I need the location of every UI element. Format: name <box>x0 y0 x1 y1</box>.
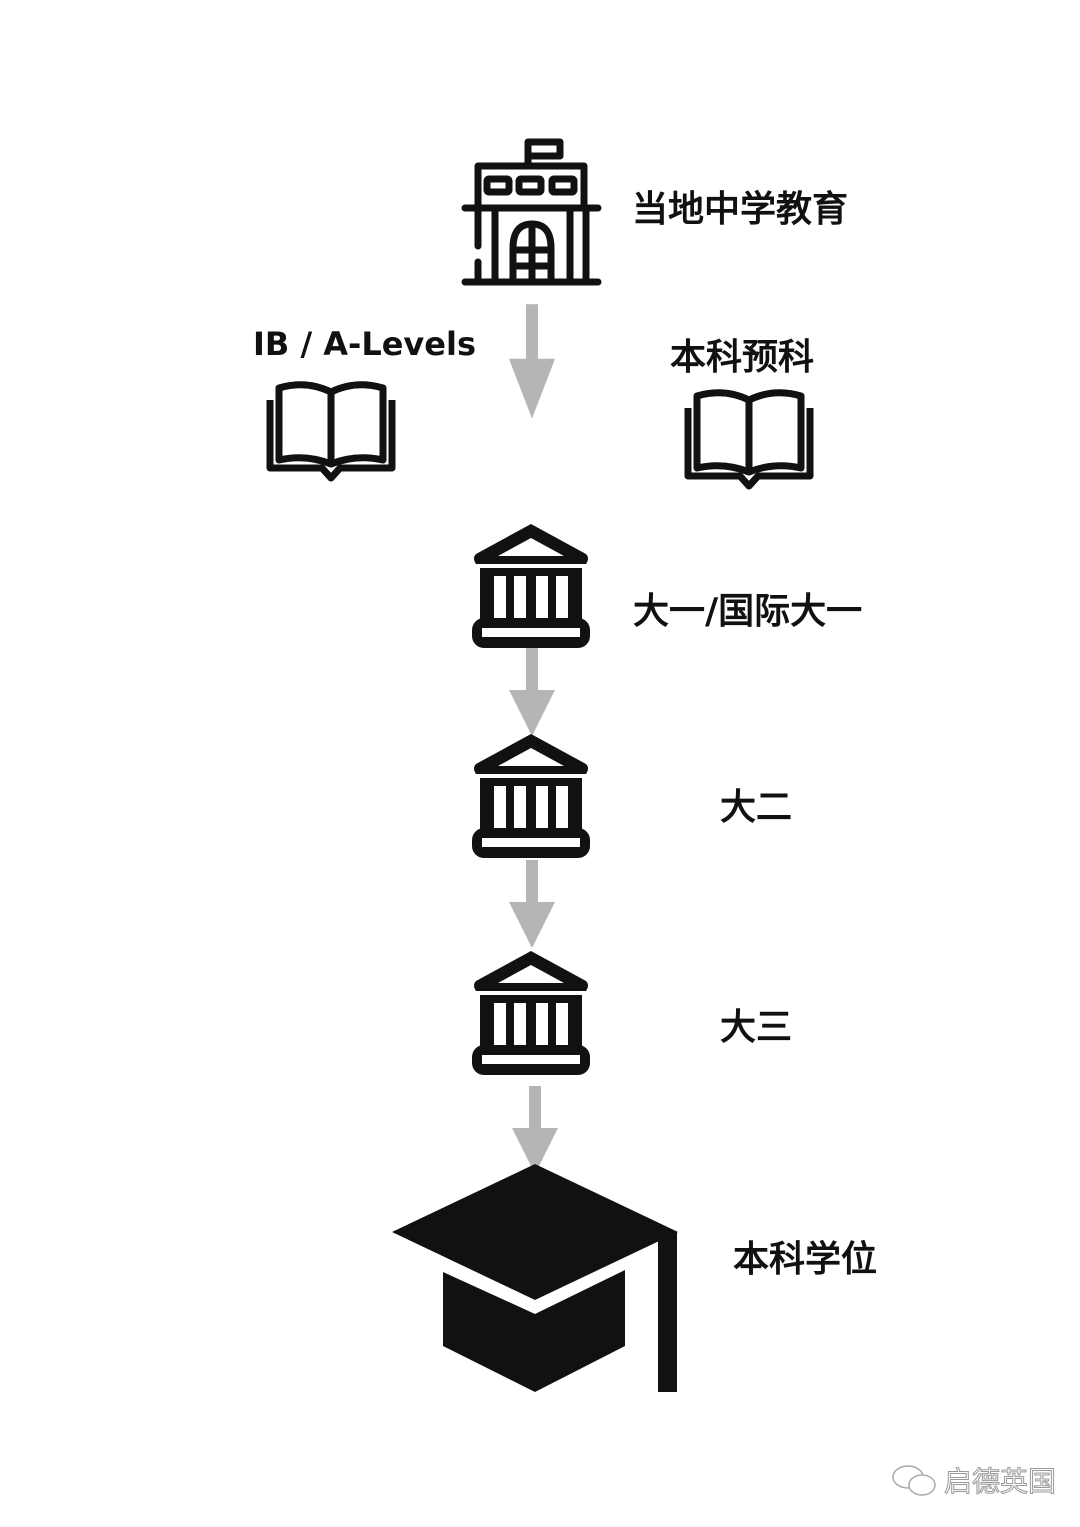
graduation-cap-icon <box>392 1164 678 1392</box>
school-building-icon <box>461 138 602 286</box>
open-book-icon <box>688 393 810 486</box>
label-year2: 大二 <box>720 787 793 828</box>
arrow-down-icon <box>509 860 555 948</box>
university-icon <box>472 951 590 1075</box>
watermark: 启德英国 <box>890 1460 1057 1500</box>
label-degree: 本科学位 <box>733 1239 878 1280</box>
label-secondary: 当地中学教育 <box>632 189 849 230</box>
university-icon <box>472 524 590 648</box>
label-ib-alevels: IB / A-Levels <box>253 325 476 363</box>
label-year3: 大三 <box>720 1007 793 1048</box>
arrow-down-icon <box>512 1086 558 1174</box>
arrow-down-icon <box>509 648 555 736</box>
label-year1: 大一/国际大一 <box>633 591 863 632</box>
label-foundation: 本科预科 <box>670 337 815 378</box>
open-book-icon <box>270 385 392 478</box>
wechat-icon <box>892 1465 936 1496</box>
arrow-down-icon <box>509 304 555 419</box>
watermark-text: 启德英国 <box>943 1465 1057 1499</box>
university-icon <box>472 734 590 858</box>
